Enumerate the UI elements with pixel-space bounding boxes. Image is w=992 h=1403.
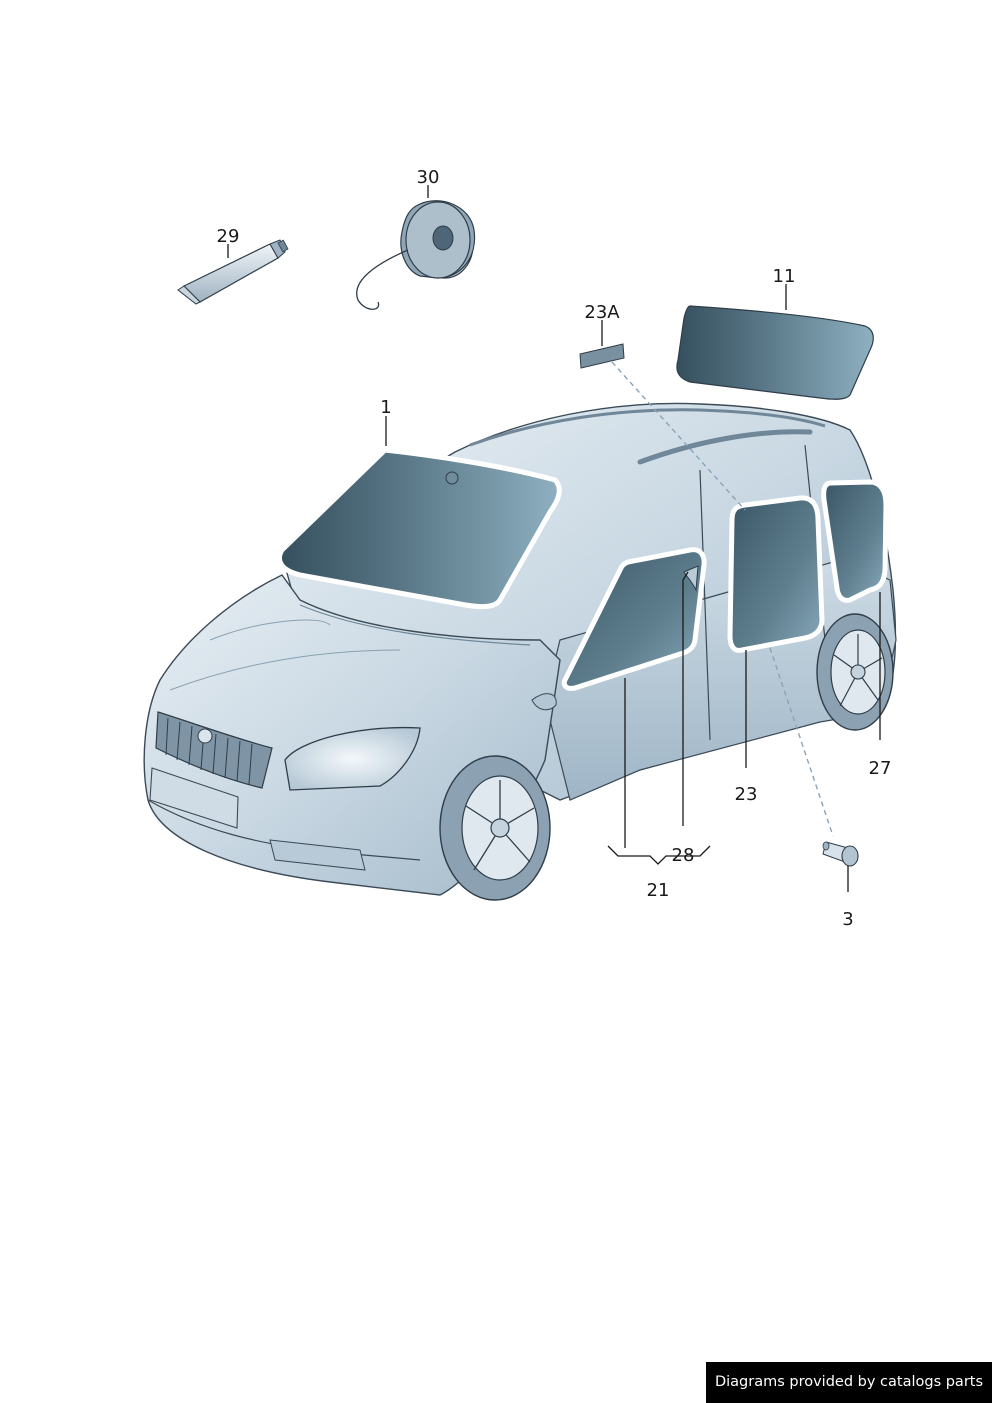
callout-29: 29 — [217, 226, 240, 247]
callouts: 30 29 11 23A 1 27 23 28 21 3 — [217, 167, 892, 930]
callout-23a: 23A — [584, 302, 620, 323]
footer-text: Diagrams provided by catalogs parts — [714, 1374, 984, 1390]
leader-lines — [227, 185, 881, 892]
callout-3: 3 — [842, 909, 853, 930]
clip-23a[interactable] — [579, 343, 625, 369]
callout-30: 30 — [417, 167, 440, 188]
cutting-wire-spool[interactable] — [356, 200, 476, 310]
rear-side-window[interactable] — [821, 479, 889, 603]
callout-27: 27 — [869, 758, 892, 779]
callout-23: 23 — [735, 784, 758, 805]
adhesive-tube[interactable] — [177, 239, 289, 305]
callout-1: 1 — [380, 397, 391, 418]
callout-11: 11 — [773, 266, 796, 287]
sliding-door-window[interactable] — [727, 495, 825, 653]
footer-banner: Diagrams provided by catalogs parts — [706, 1362, 992, 1403]
windscreen[interactable] — [276, 447, 562, 610]
front-wheel — [439, 755, 551, 901]
rear-window[interactable] — [676, 305, 874, 400]
callout-28: 28 — [672, 845, 695, 866]
rear-wheel — [816, 613, 894, 731]
fastener-3[interactable] — [822, 841, 859, 867]
callout-21: 21 — [647, 880, 670, 901]
